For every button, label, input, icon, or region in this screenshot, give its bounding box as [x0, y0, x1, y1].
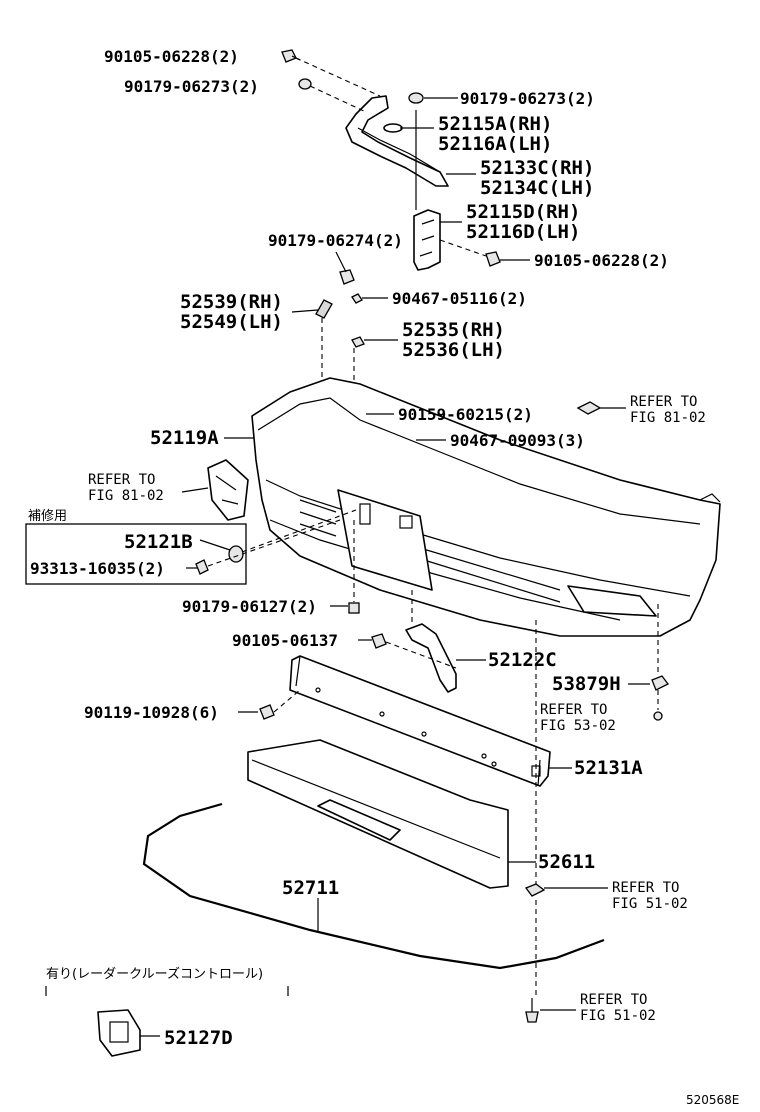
label-52122c: 52122C [488, 649, 557, 671]
side-bracket [413, 209, 441, 271]
label-52121b: 52121B [124, 531, 193, 553]
label-90119-10928: 90119-10928(6) [84, 703, 219, 722]
label-refer-53-02-line1: REFER TO [540, 702, 607, 718]
upper-support-bracket [345, 95, 449, 187]
side-retainer-left [207, 459, 249, 521]
label-refer-51-02-a-line2: FIG 51-02 [612, 896, 688, 912]
label-90179-06274: 90179-06274(2) [268, 231, 403, 250]
label-52127d: 52127D [164, 1027, 233, 1049]
labels: 90105-06228(2) 90179-06273(2) 90179-0627… [28, 47, 739, 1107]
label-52711: 52711 [282, 877, 339, 899]
label-refer-51-02-b-line2: FIG 51-02 [580, 1008, 656, 1024]
retainer-52539 [315, 299, 333, 319]
label-refer-81-02-left-line1: REFER TO [88, 472, 155, 488]
bumper-molding [142, 802, 605, 970]
bumper-reinforcement [289, 655, 551, 787]
label-90105-06228-mid: 90105-06228(2) [534, 251, 669, 270]
bumper-cover [251, 377, 721, 637]
label-52116d: 52116D(LH) [466, 221, 580, 243]
sensor-cover [97, 1009, 141, 1057]
label-52535: 52535(RH) [402, 319, 505, 341]
leader-lines [45, 57, 659, 1037]
label-90179-06127: 90179-06127(2) [182, 597, 317, 616]
label-52119a: 52119A [150, 427, 219, 449]
label-90159-60215: 90159-60215(2) [398, 405, 533, 424]
repair-kit-box [25, 523, 247, 585]
label-refer-51-02-b-line1: REFER TO [580, 992, 647, 1008]
label-radar-cruise-note: 有り(レーダークルーズコントロール) [46, 966, 263, 982]
label-52549: 52549(LH) [180, 311, 283, 333]
label-90467-09093: 90467-09093(3) [450, 431, 585, 450]
label-90105-06228-top: 90105-06228(2) [104, 47, 239, 66]
label-52134c: 52134C(LH) [480, 177, 594, 199]
label-90179-06273-right: 90179-06273(2) [460, 89, 595, 108]
label-52115d: 52115D(RH) [466, 201, 580, 223]
label-refer-81-02-right-line1: REFER TO [630, 394, 697, 410]
label-refer-53-02-line2: FIG 53-02 [540, 718, 616, 734]
label-repair-kit: 補修用 [28, 509, 67, 524]
label-90179-06273-left: 90179-06273(2) [124, 77, 259, 96]
label-53879h: 53879H [552, 673, 621, 695]
label-52131a: 52131A [574, 757, 643, 779]
label-52611: 52611 [538, 851, 595, 873]
label-52115a: 52115A(RH) [438, 113, 552, 135]
label-52133c: 52133C(RH) [480, 157, 594, 179]
label-refer-81-02-right-line2: FIG 81-02 [630, 410, 706, 426]
label-52539: 52539(RH) [180, 291, 283, 313]
label-90467-05116: 90467-05116(2) [392, 289, 527, 308]
energy-absorber [247, 739, 509, 889]
diagram-id: 520568E [686, 1093, 739, 1107]
label-refer-51-02-a-line1: REFER TO [612, 880, 679, 896]
label-93313-16035: 93313-16035(2) [30, 559, 165, 578]
label-refer-81-02-left-line2: FIG 81-02 [88, 488, 164, 504]
bracket-52122c [405, 623, 457, 693]
label-52536: 52536(LH) [402, 339, 505, 361]
label-52116a: 52116A(LH) [438, 133, 552, 155]
label-90105-06137: 90105-06137 [232, 631, 338, 650]
